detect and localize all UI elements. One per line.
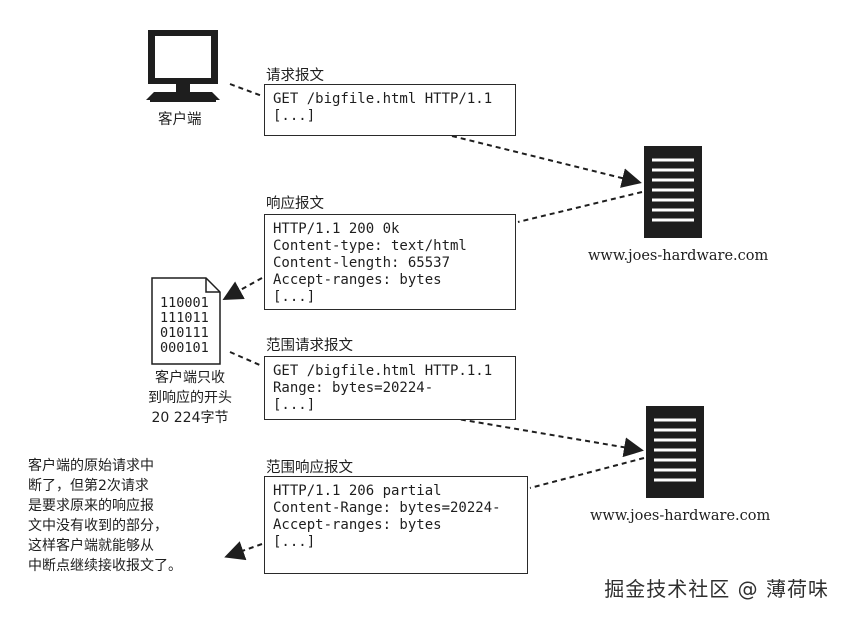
interrupted-note-line-3: 是要求原来的响应报: [28, 498, 154, 514]
interrupted-note: 客户端的原始请求中 断了，但第2次请求 是要求原来的响应报 文中没有收到的部分，…: [28, 456, 224, 576]
computer-icon: [146, 30, 220, 102]
range-request-line-1: GET /bigfile.html HTTP.1.1: [273, 363, 493, 379]
range-response-line-5: [...]: [273, 534, 316, 550]
range-response-box: HTTP/1.1 206 partial Content-Range: byte…: [264, 476, 528, 574]
document-line-2: 111011: [160, 310, 209, 326]
interrupted-note-line-6: 中断点继续接收报文了。: [28, 558, 182, 574]
server-icon: [646, 406, 704, 498]
document-content: 110001 111011 010111 000101: [160, 296, 209, 356]
document-line-1: 110001: [160, 295, 209, 311]
received-note-line-1: 客户端只收: [155, 370, 225, 386]
interrupted-note-line-2: 断了，但第2次请求: [28, 478, 149, 494]
interrupted-note-line-5: 这样客户端就能够从: [28, 538, 154, 554]
response-line-2: Content-type: text/html: [273, 238, 467, 254]
response-line-3: Content-length: 65537: [273, 255, 451, 271]
range-request-box: GET /bigfile.html HTTP.1.1 Range: bytes=…: [264, 356, 516, 420]
received-note-line-3: 20 224字节: [151, 410, 229, 426]
client-to-range-request-connector: [229, 351, 263, 367]
range-response-line-2: Content-Range: bytes=20224-: [273, 500, 501, 516]
range-response-title: 范围响应报文: [266, 460, 353, 476]
response-title: 响应报文: [266, 196, 324, 212]
watermark: 掘金技术社区 @ 薄荷味: [604, 577, 829, 601]
range-request-line-3: [...]: [273, 397, 316, 413]
range-request-line-2: Range: bytes=20224-: [273, 380, 434, 396]
interrupted-note-line-4: 文中没有收到的部分，: [28, 518, 168, 534]
response-line-1: HTTP/1.1 200 0k: [273, 221, 400, 237]
document-line-4: 000101: [160, 340, 209, 356]
request-line-2: [...]: [273, 108, 316, 124]
received-note: 客户端只收 到响应的开头 20 224字节: [120, 368, 260, 428]
response-message-box: HTTP/1.1 200 0k Content-type: text/html …: [264, 214, 516, 310]
interrupted-note-line-1: 客户端的原始请求中: [28, 458, 154, 474]
range-response-arrow: [224, 541, 263, 561]
range-request-title: 范围请求报文: [266, 338, 353, 354]
client-label: 客户端: [158, 112, 202, 128]
response-line-5: [...]: [273, 289, 316, 305]
response-line-4: Accept-ranges: bytes: [273, 272, 442, 288]
client-to-request-connector: [229, 83, 263, 97]
server-icon: [644, 146, 702, 238]
received-note-line-2: 到响应的开头: [148, 390, 232, 406]
document-line-3: 010111: [160, 325, 209, 341]
request-arrow: [451, 135, 642, 188]
server-label-top: www.joes-hardware.com: [588, 248, 769, 264]
range-request-arrow: [451, 417, 644, 458]
request-line-1: GET /bigfile.html HTTP/1.1: [273, 91, 493, 107]
response-arrow: [222, 277, 263, 300]
request-message-box: GET /bigfile.html HTTP/1.1 [...]: [264, 84, 516, 136]
range-response-line-3: Accept-ranges: bytes: [273, 517, 442, 533]
request-title: 请求报文: [266, 68, 324, 84]
range-response-line-1: HTTP/1.1 206 partial: [273, 483, 442, 499]
server-label-bottom: www.joes-hardware.com: [590, 508, 771, 524]
server-to-range-response-connector: [529, 457, 645, 489]
document-icon: [151, 277, 221, 365]
server-to-response-connector: [517, 191, 643, 223]
